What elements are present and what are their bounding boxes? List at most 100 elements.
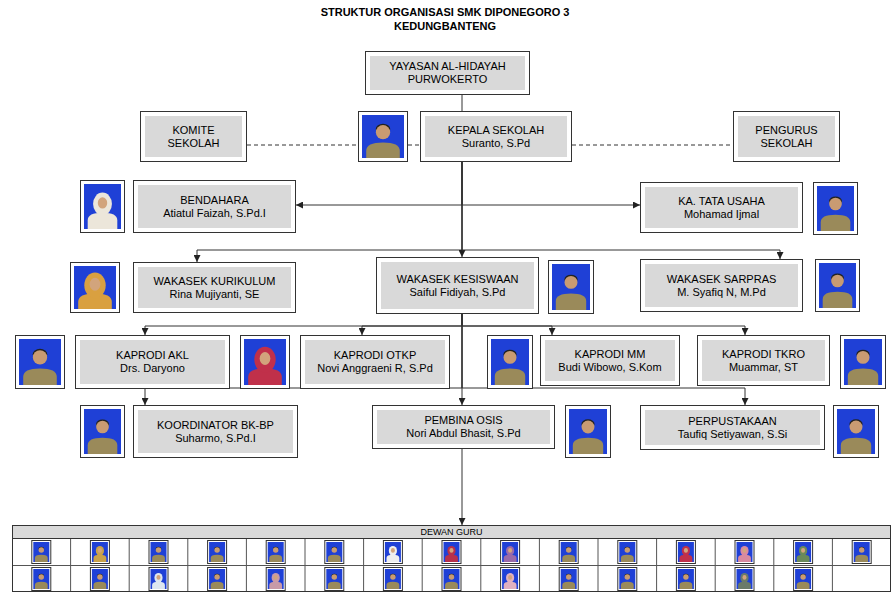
- photo-background: [151, 569, 167, 589]
- photo-border: [735, 568, 754, 591]
- photo-background: [19, 339, 61, 385]
- photo-background: [844, 339, 882, 385]
- photo-frame: [442, 541, 461, 564]
- headscarf: [389, 546, 397, 556]
- photo-frame: [266, 568, 285, 591]
- face: [566, 574, 571, 579]
- uniform: [797, 582, 810, 589]
- face: [625, 547, 630, 552]
- photo-border: [559, 541, 578, 564]
- uniform: [387, 555, 400, 562]
- headscarf: [506, 546, 514, 556]
- uniform: [504, 555, 517, 562]
- photo-background: [619, 542, 635, 562]
- uniform: [269, 582, 282, 589]
- face: [800, 574, 805, 579]
- uniform: [94, 582, 107, 589]
- face: [857, 351, 870, 364]
- photo-border: [149, 541, 168, 564]
- box-text: KAPRODI TKRO: [722, 348, 805, 361]
- org-box: PEMBINA OSISNori Abdul Bhasit, S.Pd: [372, 405, 555, 449]
- org-box: KAPRODI TKROMuammar, ST: [697, 335, 830, 386]
- photo-background: [619, 569, 635, 589]
- face: [156, 575, 160, 580]
- photo-border: [501, 541, 520, 564]
- photo-border: [208, 541, 227, 564]
- photo-frame: [383, 568, 402, 591]
- box-fill: WAKASEK SARPRASM. Syafiq N, M.Pd: [645, 264, 798, 307]
- face: [214, 547, 219, 552]
- photo-frame: [241, 336, 290, 389]
- uniform: [269, 555, 282, 562]
- photo-background: [817, 186, 854, 231]
- org-box: YAYASAN AL-HIDAYAH PURWOKERTO: [365, 51, 530, 95]
- headscarf: [254, 347, 275, 373]
- uniform: [23, 368, 57, 385]
- photo-frame: [794, 568, 813, 591]
- photo-border: [16, 336, 65, 389]
- uniform: [680, 555, 693, 562]
- photo-background: [244, 339, 286, 385]
- photo-frame: [208, 541, 227, 564]
- photo-background: [151, 542, 167, 562]
- org-box: KOORDINATOR BK-BPSuharmo, S.Pd.I: [133, 405, 298, 458]
- headscarf: [84, 272, 105, 298]
- face: [33, 350, 47, 364]
- org-box: DEWAN GURU: [12, 525, 891, 592]
- box-text: Taufiq Setiyawan, S.Si: [678, 428, 787, 441]
- face: [742, 575, 746, 580]
- photo-border: [442, 541, 461, 564]
- box-text: M. Syafiq N, M.Pd: [677, 286, 766, 299]
- face: [831, 275, 844, 288]
- chart-title: STRUKTUR ORGANISASI SMK DIPONEGORO 3 KED…: [315, 5, 575, 33]
- uniform: [35, 555, 48, 562]
- photo-border: [325, 541, 344, 564]
- box-text: Suranto, S.Pd: [462, 137, 531, 150]
- grid-line: [12, 565, 891, 566]
- photo-background: [74, 266, 116, 309]
- face: [39, 574, 44, 579]
- photo-background: [502, 542, 518, 562]
- uniform: [387, 582, 400, 589]
- photo-background: [326, 542, 342, 562]
- headscarf: [96, 546, 104, 556]
- connector: [462, 162, 640, 205]
- headscarf: [506, 573, 514, 583]
- face: [376, 125, 390, 139]
- photo-frame: [383, 541, 402, 564]
- box-text: Drs. Daryono: [120, 362, 185, 375]
- photo-frame: [676, 541, 695, 564]
- headscarf: [154, 573, 162, 583]
- uniform: [823, 292, 853, 308]
- uniform: [848, 368, 878, 385]
- uniform: [495, 368, 525, 385]
- uniform: [573, 438, 603, 454]
- box-text: KA. TATA USAHA: [678, 195, 765, 208]
- face: [850, 421, 863, 434]
- org-box: KOMITE SEKOLAH: [140, 111, 247, 162]
- photo-border: [90, 541, 109, 564]
- box-text: Muammar, ST: [729, 361, 798, 374]
- photo-background: [84, 184, 121, 229]
- connector: [296, 162, 462, 205]
- box-text: KEPALA SEKOLAH: [448, 124, 544, 137]
- photo-border: [32, 568, 51, 591]
- uniform: [621, 555, 634, 562]
- photo-frame: [814, 183, 858, 235]
- box-fill: KOMITE SEKOLAH: [145, 116, 242, 157]
- photo-border: [676, 568, 695, 591]
- org-box: WAKASEK SARPRASM. Syafiq N, M.Pd: [640, 259, 803, 312]
- face: [39, 547, 44, 552]
- face: [391, 548, 395, 553]
- photo-frame: [559, 568, 578, 591]
- photo-frame: [81, 406, 125, 458]
- photo-frame: [266, 541, 285, 564]
- headscarf: [740, 546, 748, 556]
- uniform: [328, 555, 341, 562]
- photo-background: [854, 542, 870, 562]
- photo-border: [676, 541, 695, 564]
- photo-frame: [841, 336, 886, 389]
- photo-background: [737, 542, 753, 562]
